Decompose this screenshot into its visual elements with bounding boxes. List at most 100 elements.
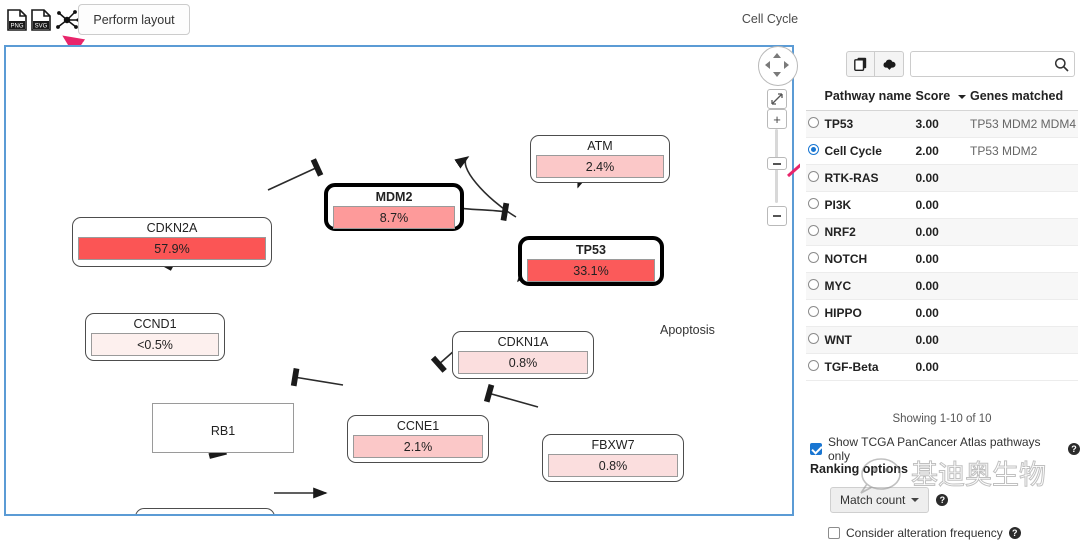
search-icon[interactable] xyxy=(1054,57,1069,72)
navigation-compass-icon[interactable] xyxy=(758,46,798,86)
alteration-frequency-checkbox[interactable] xyxy=(828,527,840,539)
header-genes-matched[interactable]: Genes matched xyxy=(967,85,1078,111)
pathway-radio-tgf-beta[interactable] xyxy=(808,360,819,371)
header-select xyxy=(806,85,823,111)
network-layout-icon[interactable] xyxy=(54,7,80,33)
pathway-genes-cell xyxy=(967,191,1078,219)
chevron-down-icon xyxy=(911,498,920,502)
tcga-checkbox[interactable] xyxy=(810,443,822,455)
row-select-cell[interactable] xyxy=(806,137,823,165)
tcga-help-icon[interactable]: ? xyxy=(1068,443,1080,455)
pathway-score-cell: 0.00 xyxy=(913,326,968,354)
graph-title: Cell Cycle xyxy=(741,12,799,26)
pathway-name-cell: WNT xyxy=(822,326,914,354)
pathway-radio-hippo[interactable] xyxy=(808,306,819,317)
export-svg-icon[interactable]: SVG xyxy=(30,8,52,32)
graph-node-alteration-bar: 2.1% xyxy=(353,435,483,458)
ranking-match-row: Match count ? xyxy=(830,487,949,513)
pathway-score-cell: 2.00 xyxy=(913,137,968,165)
row-select-cell[interactable] xyxy=(806,353,823,381)
pathway-radio-myc[interactable] xyxy=(808,279,819,290)
pathway-genes-cell xyxy=(967,299,1078,327)
graph-node-alteration-bar: 0.8% xyxy=(458,351,588,374)
pathway-radio-cell-cycle[interactable] xyxy=(808,144,819,155)
pathway-score-cell: 0.00 xyxy=(913,272,968,300)
zoom-slider-handle[interactable] xyxy=(767,157,787,170)
perform-layout-button[interactable]: Perform layout xyxy=(78,4,190,35)
pathway-radio-wnt[interactable] xyxy=(808,333,819,344)
match-count-dropdown[interactable]: Match count xyxy=(830,487,930,513)
pathway-name-cell: TP53 xyxy=(822,110,914,138)
pathway-score-cell: 0.00 xyxy=(913,191,968,219)
search-input[interactable] xyxy=(911,52,1057,76)
row-select-cell[interactable] xyxy=(806,191,823,219)
ranking-options-title: Ranking options xyxy=(810,462,908,476)
graph-node-alteration-bar: 8.7% xyxy=(333,206,455,229)
pathway-name-cell: HIPPO xyxy=(822,299,914,327)
row-select-cell[interactable] xyxy=(806,164,823,192)
graph-node-rb1[interactable]: RB1 xyxy=(152,403,294,453)
pathway-radio-rtk-ras[interactable] xyxy=(808,171,819,182)
copy-icon[interactable] xyxy=(846,51,875,77)
row-select-cell[interactable] xyxy=(806,272,823,300)
pathway-radio-pi3k[interactable] xyxy=(808,198,819,209)
row-select-cell[interactable] xyxy=(806,218,823,246)
cloud-download-icon[interactable] xyxy=(875,51,904,77)
graph-node-alteration-bar: 0.8% xyxy=(548,454,678,477)
pathway-score-cell: 0.00 xyxy=(913,245,968,273)
pathway-genes-cell xyxy=(967,218,1078,246)
graph-node-alteration-bar: 57.9% xyxy=(78,237,266,260)
pathway-table-head: Pathway name Score Genes matched xyxy=(806,85,1078,111)
pathway-radio-nrf2[interactable] xyxy=(808,225,819,236)
zoom-out-button[interactable] xyxy=(767,206,787,226)
row-select-cell[interactable] xyxy=(806,245,823,273)
graph-node-alteration-bar: 2.4% xyxy=(536,155,664,178)
export-png-icon[interactable]: PNG xyxy=(6,8,28,32)
row-select-cell[interactable] xyxy=(806,299,823,327)
match-count-help-icon[interactable]: ? xyxy=(936,494,949,506)
alteration-frequency-help-icon[interactable]: ? xyxy=(1008,527,1021,539)
graph-node-e2f3[interactable]: E2F31.3% xyxy=(135,508,275,514)
header-score[interactable]: Score xyxy=(913,85,968,111)
header-score-label: Score xyxy=(915,89,951,103)
alteration-frequency-label: Consider alteration frequency xyxy=(846,526,1003,540)
pathway-score-cell: 3.00 xyxy=(913,110,968,138)
row-select-cell[interactable] xyxy=(806,110,823,138)
graph-text-apoptosis: Apoptosis xyxy=(660,323,715,337)
sort-descending-icon[interactable] xyxy=(957,94,966,99)
graph-node-alteration-bar: <0.5% xyxy=(91,333,219,356)
fit-to-screen-icon[interactable] xyxy=(767,89,787,109)
table-header-row: Pathway name Score Genes matched xyxy=(806,85,1078,111)
search-box[interactable] xyxy=(910,51,1075,77)
zoom-in-button[interactable]: + xyxy=(767,109,787,129)
graph-node-label: RB1 xyxy=(210,424,236,438)
graph-node-fbxw7[interactable]: FBXW7 0.8% xyxy=(542,434,684,482)
pathway-genes-cell xyxy=(967,326,1078,354)
pathway-genes-cell: TP53 MDM2 MDM4 xyxy=(967,110,1078,138)
graph-node-ccnd1[interactable]: CCND1<0.5% xyxy=(85,313,225,361)
tcga-checkbox-label: Show TCGA PanCancer Atlas pathways only xyxy=(828,435,1041,463)
pathway-radio-notch[interactable] xyxy=(808,252,819,263)
header-pathway-name[interactable]: Pathway name xyxy=(822,85,914,111)
row-select-cell[interactable] xyxy=(806,326,823,354)
pathway-genes-cell xyxy=(967,164,1078,192)
graph-node-label: FBXW7 xyxy=(591,438,635,452)
pathway-radio-tp53[interactable] xyxy=(808,117,819,128)
